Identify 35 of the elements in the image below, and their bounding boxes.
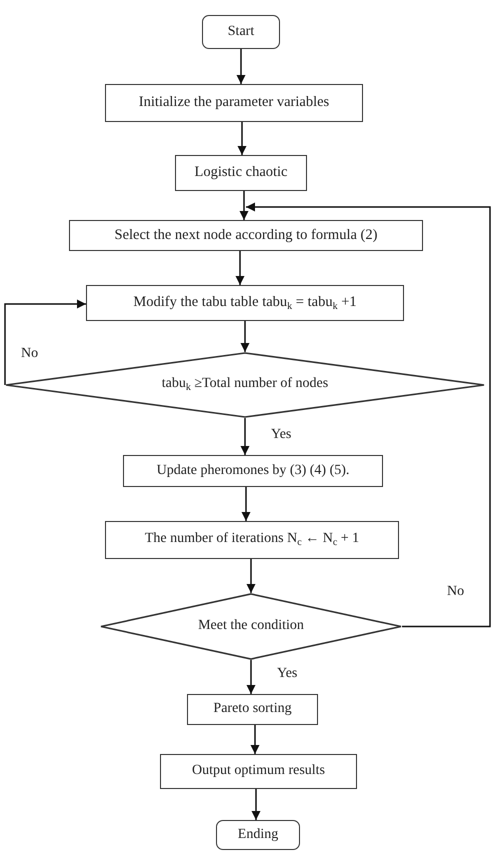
process-box xyxy=(160,754,357,789)
process-box xyxy=(69,220,423,251)
terminal-box xyxy=(216,820,300,850)
step-text: Select the next node according to formula (2) xyxy=(114,226,378,244)
arrow xyxy=(236,49,246,84)
step-text: Modify the tabu table tabu$_{k}$ = tabu$_{k}$ +1 xyxy=(133,294,357,312)
process-box xyxy=(86,285,404,321)
arrow xyxy=(236,251,244,285)
step-text: Update pheromones by (3) (4) (5). xyxy=(156,462,350,480)
arrow xyxy=(246,660,256,694)
step-text: Pareto sorting xyxy=(213,701,292,718)
arrow xyxy=(246,559,256,593)
decision-diamond xyxy=(100,593,402,660)
process-box xyxy=(187,694,318,725)
process-box xyxy=(175,155,307,191)
step-text: Meet the condition xyxy=(198,618,304,635)
process-box xyxy=(123,455,383,487)
step-text: Start xyxy=(228,24,254,40)
process-box xyxy=(105,521,399,559)
arrow xyxy=(238,122,246,155)
arrow xyxy=(240,191,248,220)
step-text: Logistic chaotic xyxy=(194,164,288,182)
arrow xyxy=(250,725,260,754)
step-text: The number of iterations N$_{c}$ ← N$_{c}$ + 1 xyxy=(144,531,360,549)
arrow xyxy=(240,418,250,455)
arrow xyxy=(252,789,260,820)
loop-arrow xyxy=(4,300,86,385)
step-text: Output optimum results xyxy=(192,763,325,780)
arrow xyxy=(240,321,250,352)
process-box xyxy=(105,84,363,122)
terminal-box xyxy=(202,15,280,49)
step-text: Ending xyxy=(238,826,278,844)
step-text: tabu$_{k}$ ≥Total number of nodes xyxy=(162,376,328,394)
arrow xyxy=(242,487,250,521)
step-text: Initialize the parameter variables xyxy=(138,94,330,112)
